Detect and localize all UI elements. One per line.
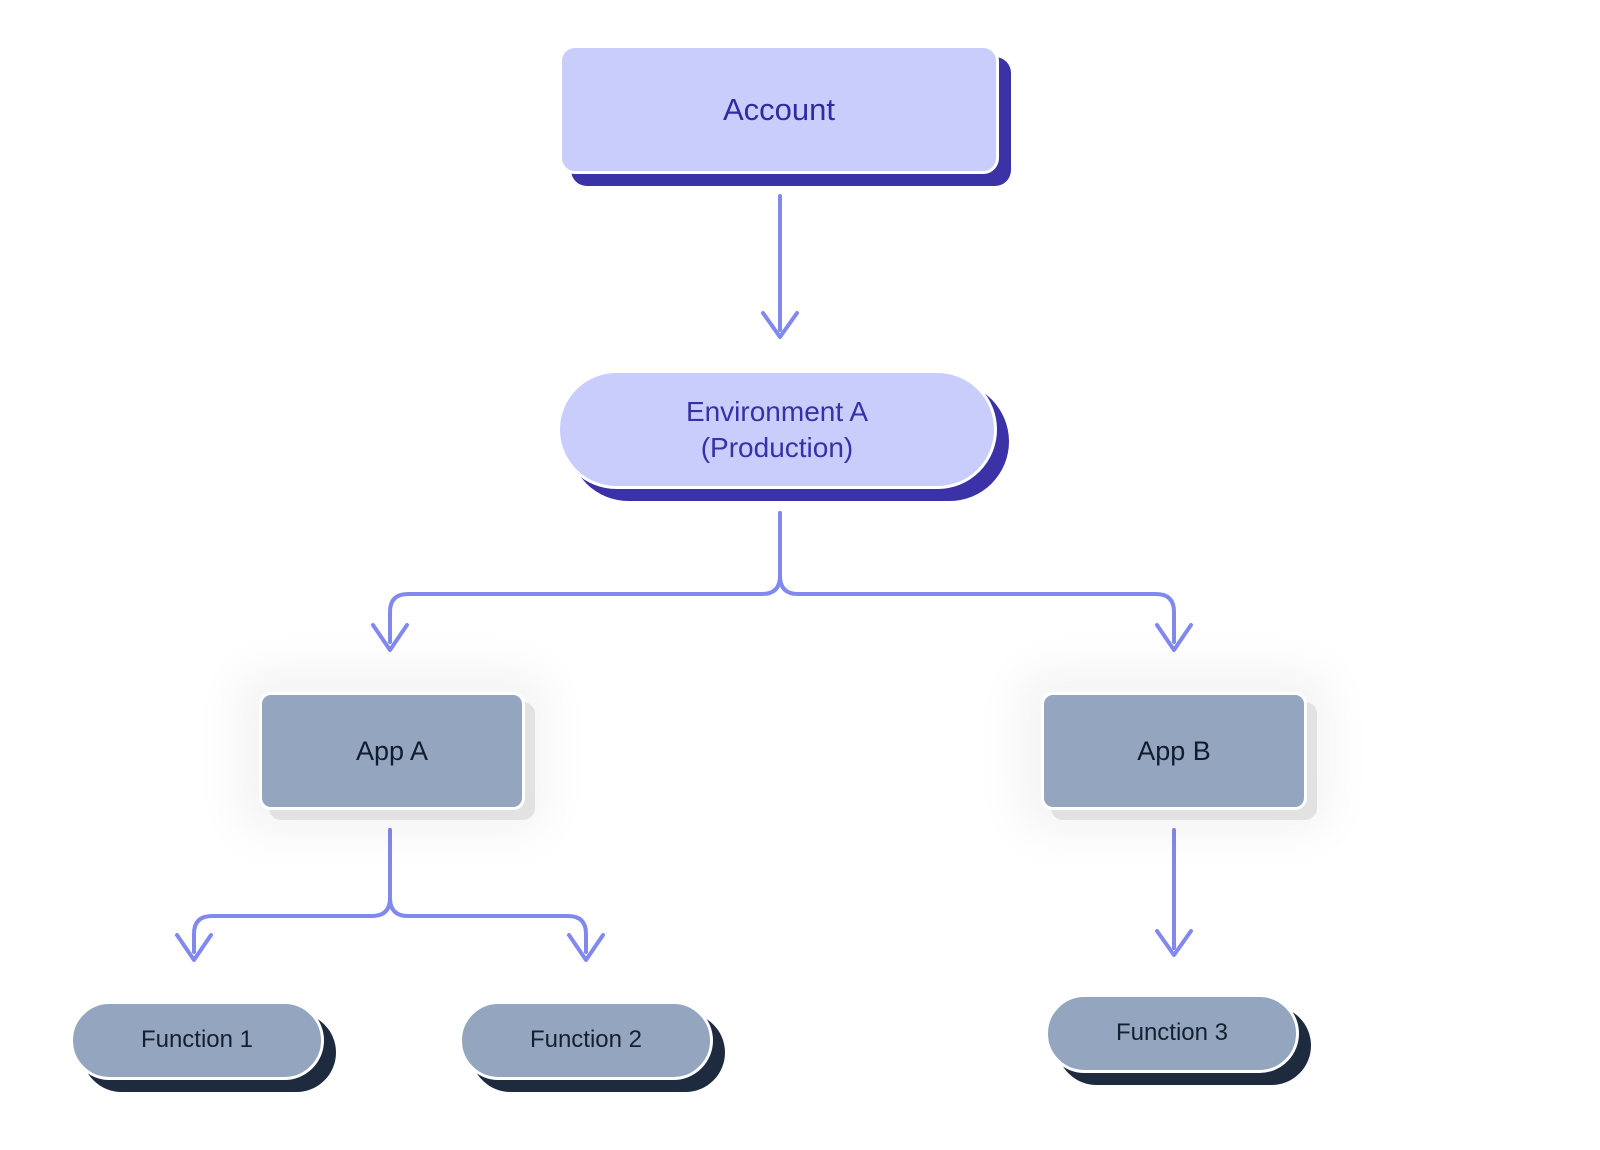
- edge-environment-app-a: [371, 511, 782, 652]
- node-environment-a-label: Environment A (Production): [685, 395, 869, 463]
- node-function-3-label: Function 3: [1115, 1019, 1229, 1047]
- node-function-1-label: Function 1: [140, 1026, 254, 1054]
- edge-app-a-function-2: [388, 828, 605, 962]
- node-account[interactable]: Account: [559, 45, 999, 174]
- node-app-b[interactable]: App B: [1041, 692, 1307, 810]
- node-function-1[interactable]: Function 1: [70, 1001, 324, 1080]
- edge-account-environment: [761, 194, 799, 339]
- node-account-label: Account: [722, 91, 835, 127]
- node-app-b-label: App B: [1137, 735, 1211, 766]
- node-function-2-label: Function 2: [529, 1026, 643, 1054]
- edge-app-b-function-3: [1155, 828, 1193, 957]
- edge-environment-app-b: [778, 511, 1193, 652]
- edge-app-a-function-1: [175, 828, 392, 962]
- node-app-a[interactable]: App A: [259, 692, 525, 810]
- node-app-a-label: App A: [355, 735, 429, 766]
- node-environment-a[interactable]: Environment A (Production): [557, 370, 997, 489]
- node-function-3[interactable]: Function 3: [1045, 994, 1299, 1073]
- node-function-2[interactable]: Function 2: [459, 1001, 713, 1080]
